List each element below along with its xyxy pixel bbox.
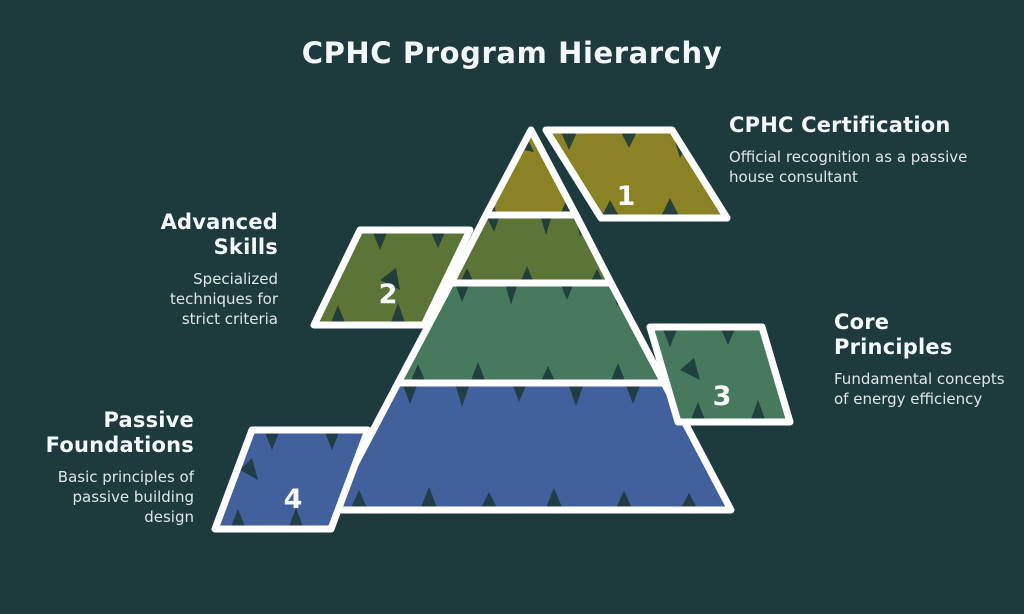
tier-3-chip[interactable]: 3 — [646, 323, 794, 426]
callout-tier-2: Advanced Skills Specialized techniques f… — [128, 210, 278, 329]
callout-tier-2-heading: Advanced Skills — [160, 210, 278, 259]
callout-tier-1-heading: CPHC Certification — [729, 113, 951, 137]
pyramid-tier-3-shape[interactable] — [398, 283, 664, 383]
tier-3-number: 3 — [713, 381, 732, 412]
tier-2-number: 2 — [379, 279, 398, 310]
callout-tier-1-description: Official recognition as a passive house … — [729, 148, 968, 186]
tier-1-number: 1 — [617, 181, 636, 212]
callout-tier-2-description: Specialized techniques for strict criter… — [169, 270, 278, 328]
tier-4-number: 4 — [284, 484, 303, 515]
callout-tier-3: Core Principles Fundamental concepts of … — [834, 310, 1009, 409]
callout-tier-3-description: Fundamental concepts of energy efficienc… — [834, 370, 1005, 408]
callout-tier-3-heading: Core Principles — [834, 310, 953, 359]
pyramid-tier-4-shape[interactable] — [331, 383, 731, 510]
callout-tier-4: Passive Foundations Basic principles of … — [22, 408, 194, 527]
page-title: CPHC Program Hierarchy — [301, 36, 723, 70]
callout-tier-1: CPHC Certification Official recognition … — [729, 113, 969, 187]
callout-tier-4-description: Basic principles of passive building des… — [57, 468, 194, 526]
callout-tier-4-heading: Passive Foundations — [45, 408, 194, 457]
pyramid-tier-2-shape[interactable] — [451, 215, 611, 283]
tier-2-chip[interactable]: 2 — [310, 226, 474, 329]
tier-4-chip[interactable]: 4 — [211, 426, 372, 533]
